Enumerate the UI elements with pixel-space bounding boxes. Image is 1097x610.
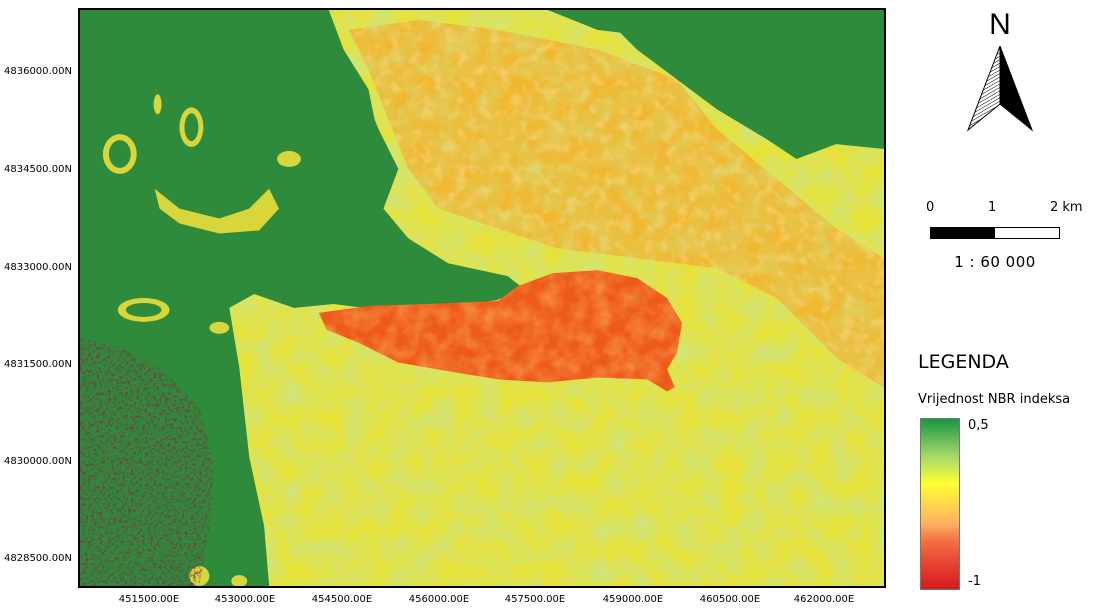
scale-tick-label: 2 km xyxy=(1050,200,1083,215)
north-arrow-icon xyxy=(966,45,1034,132)
island xyxy=(209,321,230,334)
x-axis-label: 457500.00E xyxy=(504,594,566,605)
legend-min-label: -1 xyxy=(968,574,981,589)
legend-subtitle: Vrijednost NBR indeksa xyxy=(918,392,1071,407)
dark-noise-zone xyxy=(80,337,215,586)
legend-max-label: 0,5 xyxy=(968,418,989,433)
y-axis-label: 4833000.00N xyxy=(4,262,72,273)
map-canvas[interactable] xyxy=(78,8,886,588)
scale-ratio: 1 : 60 000 xyxy=(954,253,1036,271)
island xyxy=(277,151,301,167)
x-axis-label: 454500.00E xyxy=(311,594,373,605)
forest-ne xyxy=(597,10,884,159)
x-axis-label: 453000.00E xyxy=(214,594,276,605)
scale-bar: 0 1 2 km 1 : 60 000 xyxy=(918,200,1088,280)
island xyxy=(125,302,162,317)
island xyxy=(153,94,162,115)
nbr-raster-map xyxy=(80,10,884,586)
scale-bar-graphic xyxy=(930,227,1060,239)
legend: LEGENDA Vrijednost NBR indeksa 0,5 -1 xyxy=(918,350,1096,600)
legend-title: LEGENDA xyxy=(918,351,1009,373)
y-axis-label: 4830000.00N xyxy=(4,456,72,467)
y-axis-label: 4828500.00N xyxy=(4,553,72,564)
x-axis-label: 462000.00E xyxy=(793,594,855,605)
island xyxy=(184,113,199,142)
x-axis-label: 459000.00E xyxy=(602,594,664,605)
north-letter: N xyxy=(989,8,1011,41)
legend-color-ramp xyxy=(920,418,960,590)
island xyxy=(108,140,131,168)
y-axis-label: 4834500.00N xyxy=(4,164,72,175)
y-axis-label: 4836000.00N xyxy=(4,66,72,77)
x-axis-label: 460500.00E xyxy=(699,594,761,605)
x-axis-label: 456000.00E xyxy=(408,594,470,605)
island xyxy=(154,188,280,234)
scale-tick-label: 1 xyxy=(988,200,997,215)
scale-tick-label: 0 xyxy=(926,200,935,215)
island xyxy=(231,575,248,586)
north-arrow: N xyxy=(958,8,1042,134)
y-axis-label: 4831500.00N xyxy=(4,359,72,370)
scale-segment-white xyxy=(995,228,1059,238)
x-axis-label: 451500.00E xyxy=(118,594,180,605)
scale-segment-black xyxy=(931,228,995,238)
